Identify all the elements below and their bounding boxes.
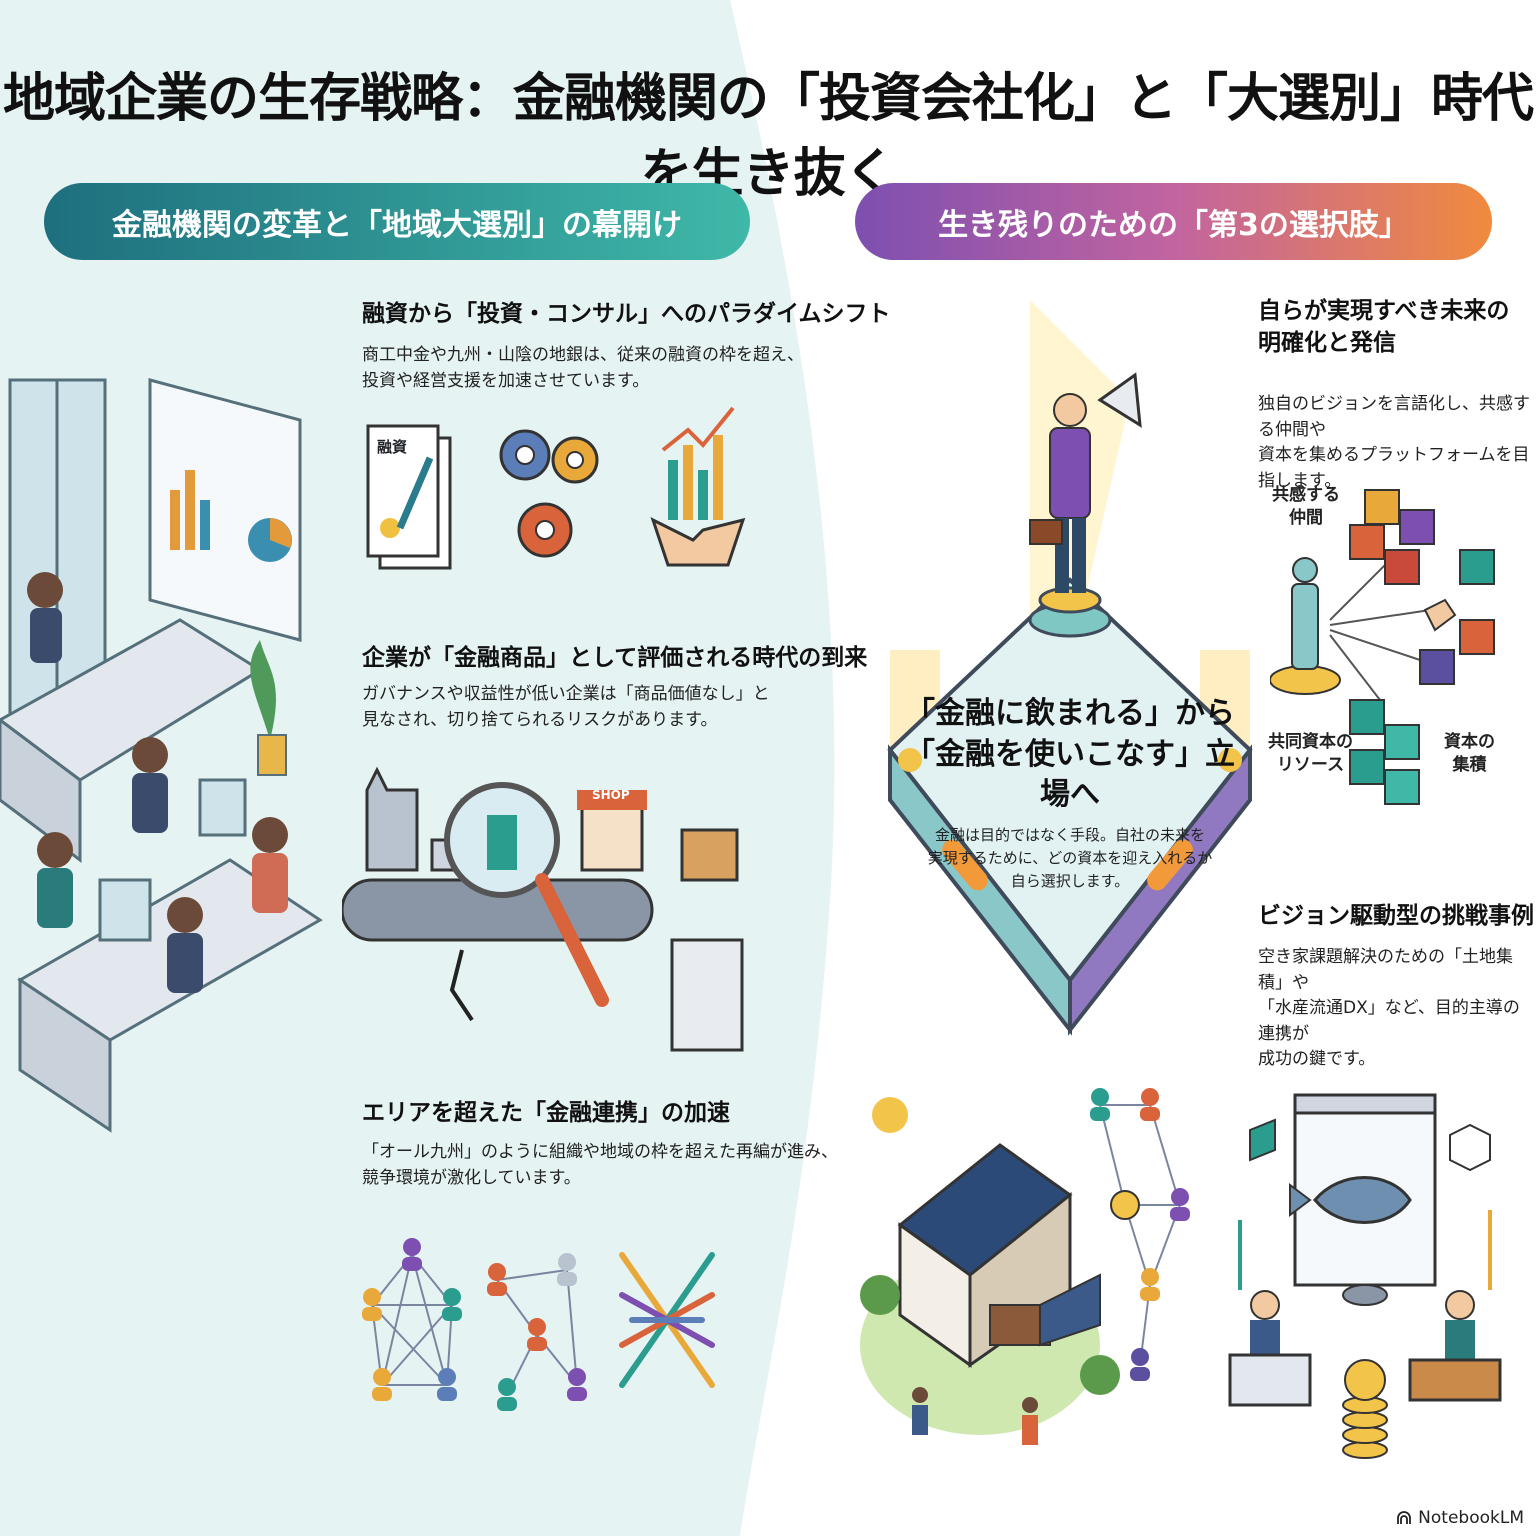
vacant-house-community-illustration [860, 1088, 1190, 1445]
section2-body-line1: ガバナンスや収益性が低い企業は「商品価値なし」と [362, 684, 770, 704]
platform-message: 「金融に飲まれる」から 「金融を使いこなす」立場へ 金融は目的ではなく手段。自社… [900, 694, 1240, 893]
notebooklm-watermark: NotebookLM [1396, 1508, 1524, 1528]
section2-heading: 企業が「金融商品」として評価される時代の到来 [362, 645, 868, 671]
watermark-text: NotebookLM [1418, 1508, 1524, 1528]
notebooklm-logo-icon [1397, 1511, 1412, 1524]
platform-body-line3: 自ら選択します。 [1010, 872, 1130, 890]
label-sympathy: 共感する 仲間 [1272, 484, 1340, 530]
platform-body-line1: 金融は目的ではなく手段。自社の未来を [934, 825, 1205, 844]
section1-body-line2: 投資や経営支援を加速させています。 [362, 370, 650, 391]
right-section-header: 生き残りのための「第3の選択肢」 [855, 183, 1492, 260]
cases-body-line3: 成功の鍵です。 [1258, 1049, 1376, 1069]
office-illustration [0, 378, 323, 1133]
vision-heading: 自らが実現すべき未来の 明確化と発信 [1258, 295, 1509, 359]
financial-network-illustration [362, 1238, 715, 1411]
fishery-dx-illustration [1228, 1093, 1502, 1459]
section2-body: ガバナンスや収益性が低い企業は「商品価値なし」と 見なされ、切り捨てられるリスク… [362, 682, 770, 733]
vision-body-line2: 資本を集めるプラットフォームを目指します。 [1258, 445, 1530, 491]
label-sympathy-line1: 共感する [1272, 485, 1340, 505]
platform-heading-line1: 「金融に飲まれる」から [905, 696, 1235, 731]
label-shared-resources: 共同資本の リソース [1268, 731, 1353, 777]
section3-body-line1: 「オール九州」のように組織や地域の枠を超えた再編が進み、 [362, 1142, 838, 1162]
section3-body: 「オール九州」のように組織や地域の枠を超えた再編が進み、 競争環境が激化していま… [362, 1140, 838, 1191]
section1-body-line1: 商工中金や九州・山陰の地銀は、従来の融資の枠を超え、 [362, 345, 804, 365]
cases-heading: ビジョン駆動型の挑戦事例 [1258, 903, 1534, 929]
section1-heading: 融資から「投資・コンサル」へのパラダイムシフト [362, 301, 891, 327]
vision-body-line1: 独自のビジョンを言語化し、共感する仲間や [1258, 394, 1530, 440]
vision-heading-line2: 明確化と発信 [1258, 330, 1396, 357]
platform-heading: 「金融に飲まれる」から 「金融を使いこなす」立場へ [900, 694, 1240, 816]
label-capital-accumulation: 資本の 集積 [1444, 731, 1495, 777]
shop-sign-label: SHOP [592, 788, 630, 802]
cases-body-line2: 「水産流通DX」など、目的主導の連携が [1258, 998, 1520, 1044]
section2-body-line2: 見なされ、切り捨てられるリスクがあります。 [362, 709, 718, 730]
label-capital-line1: 資本の [1444, 732, 1495, 752]
cases-body: 空き家課題解決のための「土地集積」や 「水産流通DX」など、目的主導の連携が 成… [1258, 945, 1536, 1073]
capital-network-illustration [1270, 489, 1495, 805]
platform-heading-line2: 「金融を使いこなす」立場へ [905, 736, 1235, 813]
gears-icon [499, 429, 599, 558]
label-capital-line2: 集積 [1452, 754, 1487, 775]
section3-heading: エリアを超えた「金融連携」の加速 [362, 1100, 730, 1126]
cases-body-line1: 空き家課題解決のための「土地集積」や [1258, 947, 1513, 993]
handshake-growth-icon [650, 406, 746, 567]
platform-body: 金融は目的ではなく手段。自社の未来を 実現するために、どの資本を迎え入れるか 自… [900, 824, 1240, 894]
evaluation-conveyor-illustration [342, 766, 744, 1052]
loan-document-label: 融資 [377, 438, 408, 456]
vision-body: 独自のビジョンを言語化し、共感する仲間や 資本を集めるプラットフォームを目指しま… [1258, 392, 1536, 494]
label-shared-line2: リソース [1276, 754, 1345, 775]
section3-body-line2: 競争環境が激化しています。 [362, 1167, 581, 1188]
loan-document-icon [366, 424, 452, 570]
label-shared-line1: 共同資本の [1268, 732, 1353, 752]
vision-heading-line1: 自らが実現すべき未来の [1258, 298, 1510, 324]
platform-body-line2: 実現するために、どの資本を迎え入れるか [927, 848, 1213, 867]
left-section-header: 金融機関の変革と「地域大選別」の幕開け [44, 183, 750, 260]
section1-body: 商工中金や九州・山陰の地銀は、従来の融資の枠を超え、 投資や経営支援を加速させて… [362, 343, 804, 394]
label-sympathy-line2: 仲間 [1289, 507, 1323, 528]
platform-illustration [887, 300, 1253, 1036]
